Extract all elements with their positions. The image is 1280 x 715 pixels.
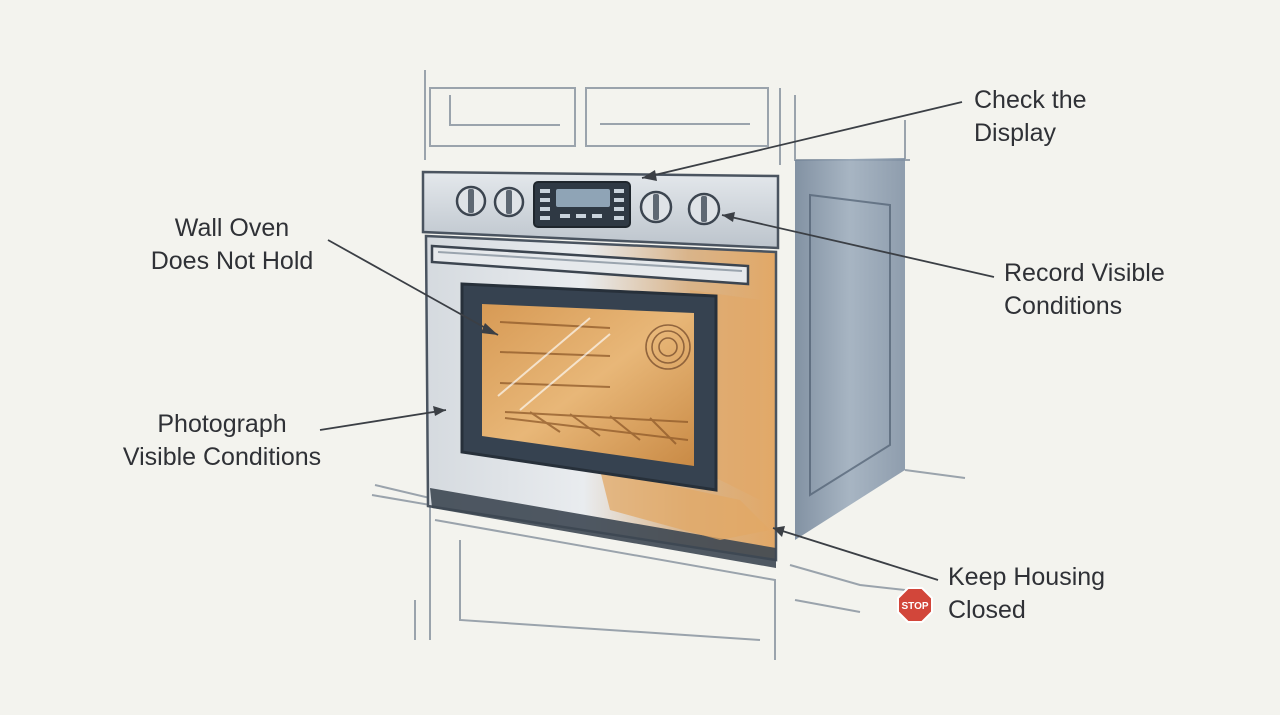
callout-line: Keep Housing — [948, 563, 1106, 591]
callout-line: Photograph — [157, 410, 287, 438]
callout-wall-oven: Wall Oven Does Not Hold — [130, 212, 334, 278]
callout-line: Record Visible — [1004, 259, 1165, 287]
oven-window — [460, 282, 718, 492]
knob — [639, 190, 673, 224]
callout-line: Check the — [974, 86, 1087, 114]
callout-line: Wall Oven — [174, 214, 290, 242]
arrowhead-icon — [481, 323, 498, 335]
leader-lines — [319, 101, 995, 581]
callout-check-display: Check the Display — [974, 84, 1087, 150]
arrowhead-icon — [433, 406, 446, 416]
knob — [493, 186, 525, 218]
leader-wall-oven — [327, 239, 499, 336]
arrowhead-icon — [722, 212, 735, 222]
leader-check-display — [641, 101, 963, 179]
callout-photograph: Photograph Visible Conditions — [108, 408, 336, 474]
leader-keep-housing — [772, 527, 939, 581]
leader-record — [721, 214, 995, 278]
knob — [687, 192, 721, 226]
leader-arrowheads — [433, 170, 785, 537]
lower-cabinet — [371, 484, 906, 660]
knob — [455, 185, 487, 217]
callout-line: Visible Conditions — [122, 443, 322, 471]
arrowhead-icon — [642, 170, 657, 181]
callout-line: Does Not Hold — [150, 247, 314, 275]
stop-sign-icon: STOP — [897, 587, 933, 623]
door-handle — [430, 244, 750, 286]
callout-line: Closed — [948, 596, 1026, 624]
upper-cabinet — [424, 70, 910, 165]
callout-keep-housing: Keep Housing Closed — [948, 561, 1105, 627]
cabinet-side-panel — [795, 158, 966, 540]
stop-sign-text: STOP — [901, 601, 928, 612]
leader-photograph — [319, 409, 447, 431]
callout-line: Display — [974, 119, 1056, 147]
arrowhead-icon — [773, 526, 785, 537]
callout-record-conditions: Record Visible Conditions — [1004, 257, 1165, 323]
callout-line: Conditions — [1004, 292, 1123, 320]
